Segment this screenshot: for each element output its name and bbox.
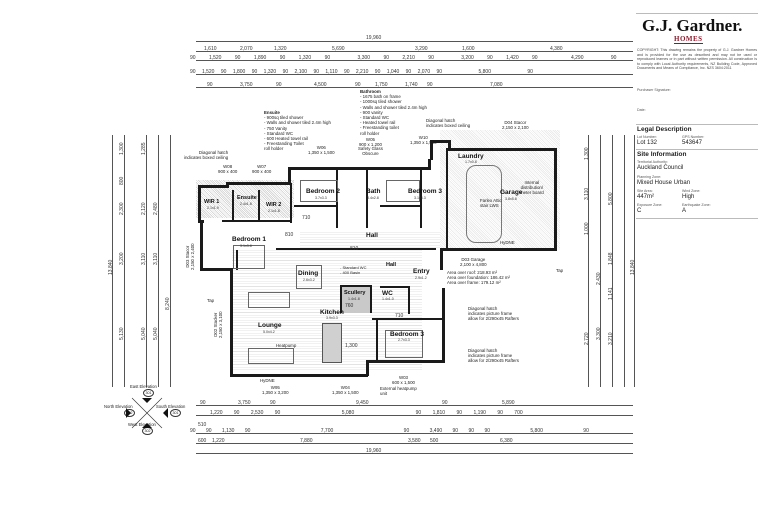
brand-sub-logo: HOMES bbox=[674, 35, 703, 44]
site-information-heading: Site Information bbox=[637, 151, 687, 158]
title-block: G.J. Gardner. HOMES COPYRIGHT: This draw… bbox=[636, 8, 758, 298]
room-wir-2: WIR 2 bbox=[266, 202, 282, 208]
room-bedroom-3b: Bedroom 3 bbox=[390, 331, 424, 338]
room-garage: Garage bbox=[500, 189, 523, 196]
room-dining: Dining bbox=[298, 270, 319, 277]
divider bbox=[636, 218, 758, 219]
wind-zone-label: Wind Zone: bbox=[682, 189, 701, 193]
room-bath: Bath bbox=[366, 188, 381, 195]
site-area-label: Site Area: bbox=[637, 189, 653, 193]
wc-note: - Standard WC- 400 Basin bbox=[340, 265, 367, 275]
lot-number-value: Lot 132 bbox=[637, 140, 658, 146]
room-bedroom-1: Bedroom 1 bbox=[232, 236, 266, 243]
room-hall-2: Hall bbox=[386, 262, 397, 268]
bed-bedroom-1 bbox=[233, 245, 265, 269]
heatpump-note: Heatpump bbox=[276, 343, 297, 348]
earthquake-zone-value: A bbox=[682, 208, 687, 214]
date-label: Date: bbox=[637, 108, 646, 112]
top-row3-dims: 90 1,520 90 1,800 90 1,320 90 2,100 90 1… bbox=[190, 69, 533, 75]
legal-description-heading: Legal Description bbox=[637, 126, 692, 133]
planning-zone-value: Mixed House Urban bbox=[637, 180, 691, 186]
bed-bedroom-3 bbox=[386, 180, 420, 202]
purchaser-signature-label: Purchaser Signature: bbox=[637, 88, 671, 92]
right-total-dim: 13,840 bbox=[630, 259, 636, 275]
ensuite-spec-note: Ensuite - 900sq tiled shower- Walls and … bbox=[264, 110, 331, 152]
authority-value: Auckland Council bbox=[637, 165, 684, 171]
wind-zone-value: High bbox=[682, 194, 695, 200]
hydne-label: HyDNE bbox=[500, 240, 515, 245]
gps-number-value: 543647 bbox=[682, 140, 703, 146]
copyright-text: COPYRIGHT: This drawing remains the prop… bbox=[637, 48, 757, 71]
tap-left-note: Tap bbox=[207, 298, 215, 303]
top-row2-dims: 90 1,520 90 1,890 90 1,320 90 3,300 90 2… bbox=[190, 55, 617, 61]
authority-label: Territorial Authority: bbox=[637, 160, 668, 164]
exposure-zone-value: C bbox=[637, 208, 642, 214]
room-entry: Entry bbox=[413, 268, 430, 275]
hydne-label: HyDNE bbox=[260, 378, 275, 383]
bathroom-spec-note: Bathroom - 1675 bath on frame- 1000sq ti… bbox=[360, 89, 427, 136]
room-wc: WC bbox=[382, 290, 393, 297]
scullery-fill bbox=[342, 287, 370, 313]
tap-right-note: Tap bbox=[556, 268, 564, 273]
lounge-sofa bbox=[248, 348, 294, 364]
garage-car bbox=[466, 165, 502, 243]
room-bedroom-3: Bedroom 3 bbox=[408, 188, 442, 195]
room-hall: Hall bbox=[366, 232, 378, 239]
bottom-row3-dims: 90 90 1,130 90 7,700 90 3,490 90 90 90 5… bbox=[190, 428, 589, 434]
site-area-value: 447m² bbox=[637, 194, 655, 200]
bed-bedroom-3b bbox=[385, 330, 423, 358]
room-lounge: Lounge bbox=[258, 322, 282, 329]
top-total-dim: 19,960 bbox=[366, 35, 382, 41]
divider bbox=[636, 149, 758, 150]
hall-floor bbox=[300, 232, 440, 250]
elevation-marker-east[interactable]: East Elevation 301 bbox=[130, 384, 157, 397]
room-laundry: Laundry bbox=[458, 153, 484, 160]
gps-number-label: GPS Number: bbox=[682, 135, 705, 139]
elevation-markers: East Elevation 301 North Elevation 302 S… bbox=[104, 384, 194, 444]
room-ensuite: Ensuite bbox=[237, 195, 257, 201]
bottom-total-dim: 19,960 bbox=[366, 448, 382, 454]
kitchen-island bbox=[322, 323, 342, 363]
brand-logo: G.J. Gardner. bbox=[642, 16, 743, 35]
room-bedroom-2: Bedroom 2 bbox=[306, 188, 340, 195]
divider bbox=[636, 13, 758, 14]
exposure-zone-label: Exposure Zone: bbox=[637, 203, 663, 207]
room-wir-1: WIR 1 bbox=[204, 199, 220, 205]
bed-bedroom-2 bbox=[300, 180, 338, 202]
elevation-cross-icon bbox=[126, 397, 168, 429]
earthquake-zone-label: Earthquake Zone: bbox=[682, 203, 711, 207]
elevation-marker-south[interactable]: South Elevation 301 bbox=[156, 404, 186, 417]
planning-zone-label: Planning Zone: bbox=[637, 175, 662, 179]
lot-number-label: Lot Number: bbox=[637, 135, 657, 139]
room-kitchen: Kitchen bbox=[320, 309, 344, 316]
room-scullery: Scullery bbox=[344, 290, 366, 296]
bottom-row2-dims: 1,220 90 2,530 90 5,080 90 1,810 90 1,19… bbox=[210, 410, 523, 416]
divider bbox=[636, 124, 758, 125]
lounge-sofa bbox=[248, 292, 290, 308]
dining-table bbox=[296, 265, 322, 289]
left-total-dim: 13,840 bbox=[108, 259, 114, 275]
